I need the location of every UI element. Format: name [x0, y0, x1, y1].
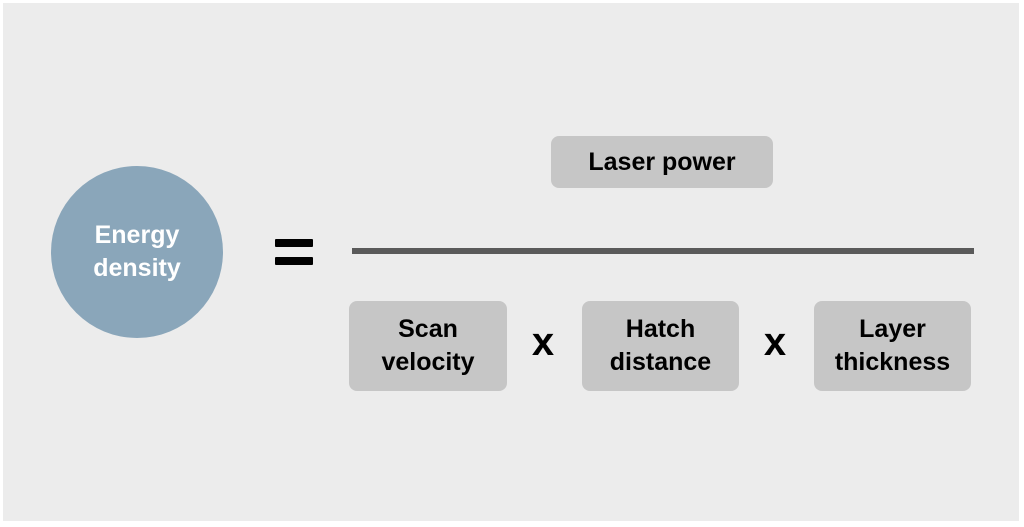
denominator-term-label: Layer thickness [834, 315, 951, 376]
energy-density-label: Energy density [93, 221, 181, 282]
equals-bar-bottom [275, 257, 313, 265]
denominator-term-scan-velocity: Scan velocity [349, 301, 507, 391]
equals-sign [275, 239, 313, 265]
fraction-line [352, 248, 974, 254]
energy-density-circle: Energy density [51, 166, 223, 338]
diagram-canvas: Energy density Laser power Scan velocity… [3, 3, 1019, 521]
denominator-term-label: Scan velocity [381, 315, 475, 376]
denominator-term-label: Hatch distance [609, 315, 712, 376]
denominator-term-layer-thickness: Layer thickness [814, 301, 971, 391]
equals-bar-top [275, 239, 313, 247]
multiply-sign: x [531, 320, 555, 364]
denominator-term-hatch-distance: Hatch distance [582, 301, 739, 391]
multiply-sign: x [763, 320, 787, 364]
numerator-label: Laser power [588, 147, 736, 176]
numerator-box: Laser power [551, 136, 773, 188]
